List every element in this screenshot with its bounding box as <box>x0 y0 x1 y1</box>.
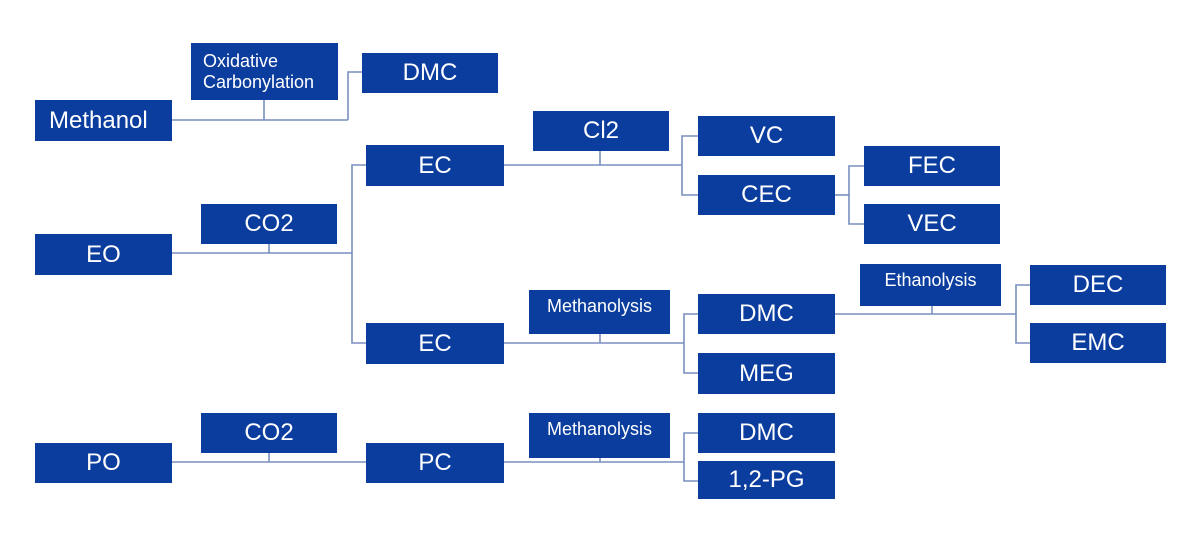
node-cec-label: CEC <box>741 181 792 209</box>
connector-branch-meg <box>683 343 698 374</box>
node-vec: VEC <box>864 204 1000 244</box>
node-ec-upper: EC <box>366 145 504 186</box>
node-ec-lower-label: EC <box>418 329 452 357</box>
node-dec-label: DEC <box>1072 271 1124 299</box>
node-dmc-bottom: DMC <box>698 413 835 453</box>
node-meg-label: MEG <box>739 359 794 387</box>
node-pg: 1,2-PG <box>698 461 835 499</box>
node-fec: FEC <box>864 146 1000 186</box>
node-ethanolysis-label: Ethanolysis <box>884 270 977 290</box>
node-emc: EMC <box>1030 323 1166 363</box>
node-cl2-label: Cl2 <box>582 117 619 145</box>
node-oxidative-carbonylation-line1: Oxidative <box>203 50 279 71</box>
node-pc: PC <box>366 443 504 483</box>
node-methanolysis-ec-label: Methanolysis <box>546 296 653 316</box>
node-meg: MEG <box>698 353 835 394</box>
connector-branch-vec <box>848 195 864 225</box>
node-fec-label: FEC <box>908 152 956 180</box>
node-pc-label: PC <box>418 449 452 477</box>
node-dmc-bottom-label: DMC <box>739 419 794 447</box>
node-methanolysis-pc: Methanolysis <box>529 413 670 458</box>
node-vc-label: VC <box>749 122 784 150</box>
node-cec: CEC <box>698 175 835 215</box>
node-po: PO <box>35 443 172 483</box>
node-dmc-top-label: DMC <box>402 59 458 87</box>
connector-split-ec-lower <box>351 253 366 344</box>
node-dec: DEC <box>1030 265 1166 305</box>
node-dmc-mid-label: DMC <box>739 300 794 328</box>
node-dmc-top: DMC <box>362 53 498 93</box>
node-vc: VC <box>698 116 835 156</box>
node-co2-eo: CO2 <box>201 204 337 244</box>
node-vec-label: VEC <box>907 210 957 238</box>
node-ec-upper-label: EC <box>418 151 452 179</box>
node-pg-label: 1,2-PG <box>728 466 805 494</box>
connector-branch-dmc-bottom <box>683 432 698 462</box>
node-co2-eo-label: CO2 <box>244 210 294 238</box>
connector-branch-emc <box>1015 314 1030 344</box>
node-ec-lower: EC <box>366 323 504 364</box>
connector-methanol-dmc-rise <box>347 71 362 120</box>
node-eo: EO <box>35 234 172 275</box>
connector-split-ec-upper <box>351 164 366 253</box>
node-cl2: Cl2 <box>533 111 669 151</box>
node-co2-po: CO2 <box>201 413 337 453</box>
node-methanol-label: Methanol <box>49 106 148 134</box>
node-methanol: Methanol <box>35 100 172 141</box>
node-methanolysis-ec: Methanolysis <box>529 290 670 334</box>
connector-branch-cec <box>681 165 698 196</box>
node-methanolysis-pc-label: Methanolysis <box>546 419 653 439</box>
connector-branch-fec <box>848 165 864 195</box>
node-po-label: PO <box>86 449 121 477</box>
connector-branch-vc <box>681 135 698 165</box>
node-ethanolysis: Ethanolysis <box>860 264 1001 306</box>
connector-branch-dec <box>1015 284 1030 314</box>
node-eo-label: EO <box>86 240 121 268</box>
node-dmc-mid: DMC <box>698 294 835 334</box>
node-emc-label: EMC <box>1071 329 1125 357</box>
node-oxidative-carbonylation-line2: Carbonylation <box>203 71 315 92</box>
node-oxidative-carbonylation: Oxidative Carbonylation <box>191 43 338 100</box>
node-co2-po-label: CO2 <box>244 419 294 447</box>
connector-branch-dmc-mid <box>683 313 698 343</box>
connector-branch-pg <box>683 462 698 482</box>
